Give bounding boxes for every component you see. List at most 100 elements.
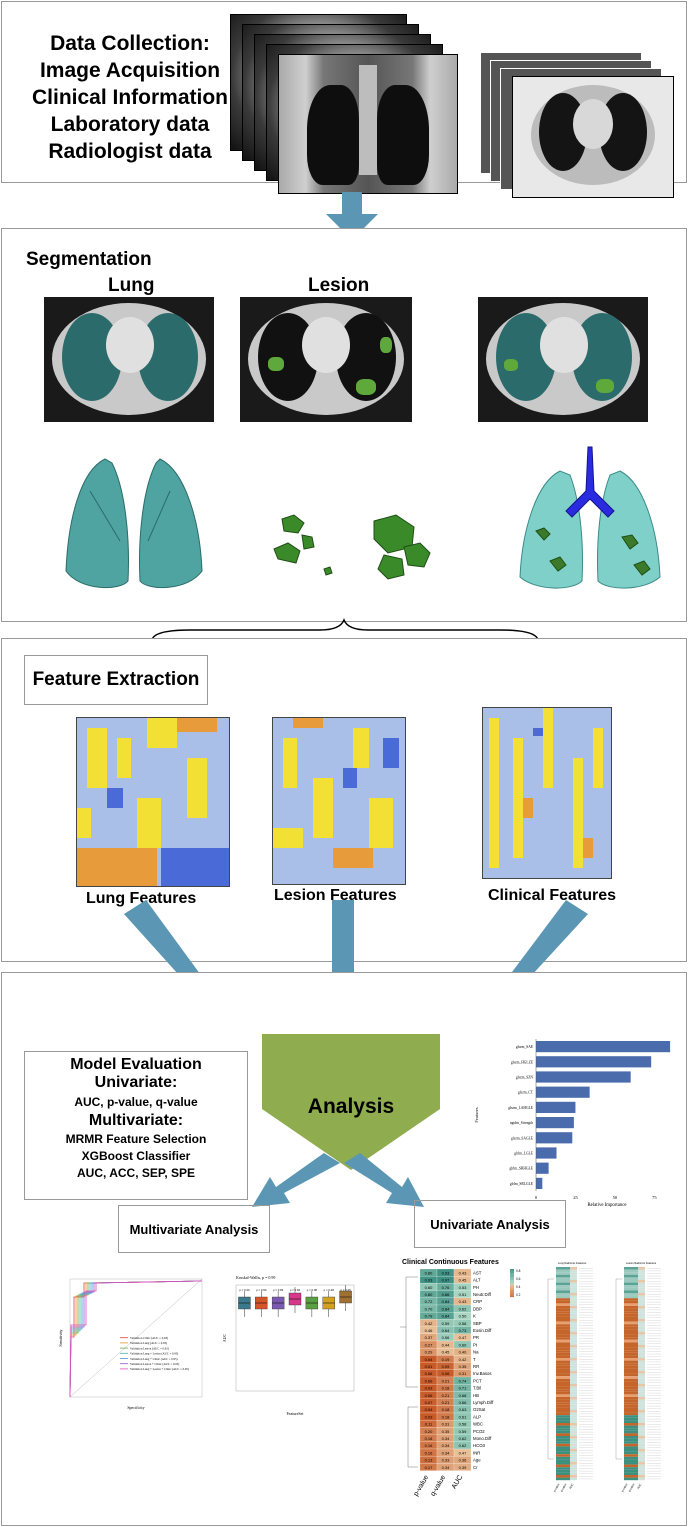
radiomic-heat-cell — [570, 1446, 577, 1449]
univariate-metrics: AUC, p-value, q-value — [74, 1095, 198, 1109]
radiomic-heat-cell — [563, 1326, 570, 1330]
clinical-heat-value: 0.39 — [459, 1465, 468, 1470]
clinical-feature-label: T.Bil — [473, 1386, 481, 1391]
radiomic-heat-cell — [563, 1423, 570, 1426]
radiomic-heat-cell — [624, 1347, 631, 1351]
clinical-heat-value: 0.31 — [459, 1371, 468, 1376]
radiomic-heat-cell — [624, 1293, 631, 1296]
radiomic-heat-cell — [638, 1389, 645, 1392]
radiomic-heat-cell — [638, 1412, 645, 1416]
radiomic-heat-cell — [631, 1329, 638, 1332]
radiomic-heat-cell — [570, 1269, 577, 1273]
radiomic-heat-cell — [638, 1394, 645, 1397]
radiomic-heat-cell — [556, 1272, 563, 1275]
radiomic-heat-cell — [556, 1394, 563, 1397]
radiomic-heat-cell — [570, 1441, 577, 1444]
radiomic-heat-cell — [556, 1347, 563, 1351]
clinical-heat-value: 0.34 — [442, 1450, 451, 1455]
radiomic-heat-cell — [556, 1373, 563, 1377]
importance-bar — [536, 1071, 631, 1083]
radiomic-heat-cell — [631, 1313, 638, 1317]
radiomic-heat-cell — [556, 1462, 563, 1465]
radiomic-heat-cell — [624, 1360, 631, 1364]
radiomic-heat-cell — [631, 1363, 638, 1366]
radiomic-heat-cell — [631, 1274, 638, 1278]
radiomic-heat-cell — [638, 1347, 645, 1351]
radiomic-heat-cell — [570, 1345, 577, 1348]
radiomic-heat-cell — [638, 1436, 645, 1439]
radiomic-heat-cell — [638, 1277, 645, 1280]
radiomic-heat-cell — [563, 1352, 570, 1356]
clinical-feature-label: PCT — [473, 1378, 482, 1383]
clinical-feature-label: PR — [473, 1335, 479, 1340]
radiomic-heat-cell — [570, 1280, 577, 1283]
clinical-legend-band — [510, 1285, 514, 1288]
roc-legend-entry: Validation Lesion (AUC = 0.92) — [130, 1346, 169, 1350]
radiomic-heat-cell — [638, 1404, 645, 1408]
clinical-heat-value: 0.06 — [442, 1371, 451, 1376]
radiomic-heat-cell — [556, 1355, 563, 1358]
radiomic-heat-cell — [624, 1368, 631, 1371]
radiomic-heat-cell — [624, 1287, 631, 1291]
radiomic-heat-cell — [563, 1347, 570, 1351]
radiomic-heat-cell — [638, 1386, 645, 1390]
radiomic-heat-cell — [556, 1446, 563, 1449]
radiomic-heat-cell — [638, 1287, 645, 1291]
radiomic-heat-cell — [563, 1384, 570, 1387]
radiomic-heat-cell — [556, 1410, 563, 1413]
radiomic-heat-cell — [563, 1295, 570, 1299]
radiomic-heat-cell — [624, 1402, 631, 1405]
radiomic-heat-cell — [624, 1428, 631, 1431]
radiomic-heat-cell — [570, 1467, 577, 1470]
importance-feature-label: glrlm_LGLE — [514, 1152, 534, 1156]
radiomic-heat-cell — [563, 1376, 570, 1379]
coronal-ct-image — [278, 54, 458, 194]
clinical-heat-value: 0.29 — [425, 1350, 434, 1355]
radiomic-heat-cell — [624, 1469, 631, 1473]
radiomic-heat-cell — [624, 1285, 631, 1288]
radiomic-heat-cell — [624, 1334, 631, 1338]
radiomic-heat-cell — [638, 1373, 645, 1377]
radiomic-heat-cell — [631, 1443, 638, 1447]
radiomic-heat-cell — [631, 1412, 638, 1416]
importance-feature-label: glrlm_SRHGLE — [509, 1167, 533, 1171]
radiomic-heat-cell — [624, 1277, 631, 1280]
box-pvalue: p = 0.83 — [273, 1288, 284, 1292]
importance-bar — [536, 1101, 576, 1113]
radiomic-heat-cell — [631, 1376, 638, 1379]
radiomic-heat-cell — [570, 1303, 577, 1306]
radiomic-heat-cell — [556, 1420, 563, 1423]
radiomic-heat-cell — [570, 1313, 577, 1317]
radiomic-heat-cell — [638, 1443, 645, 1447]
radiomic-heat-cell — [631, 1438, 638, 1442]
radiomic-heat-cell — [556, 1293, 563, 1296]
radiomic-heat-cell — [563, 1355, 570, 1358]
radiomic-heat-cell — [563, 1415, 570, 1418]
radiomic-heat-cell — [624, 1397, 631, 1400]
radiomic-heat-cell — [631, 1425, 638, 1429]
radiomic-heatmap-title: Lesion Radiomic Features — [626, 1261, 657, 1265]
radiomic-heat-cell — [631, 1365, 638, 1369]
radiomic-column-label: p-value — [552, 1482, 560, 1492]
clinical-heat-value: 0.50 — [459, 1314, 468, 1319]
radiomic-heat-cell — [638, 1384, 645, 1387]
clinical-heat-value: 0.64 — [442, 1328, 451, 1333]
radiomic-heat-cell — [563, 1394, 570, 1397]
clinical-heat-value: 0.58 — [459, 1321, 468, 1326]
radiomic-heat-cell — [638, 1319, 645, 1322]
radiomic-heat-cell — [624, 1412, 631, 1416]
radiomic-heat-cell — [631, 1277, 638, 1280]
radiomic-heat-cell — [556, 1449, 563, 1452]
clinical-heat-value: 0.62 — [459, 1443, 468, 1448]
importance-bar — [536, 1162, 549, 1174]
radiomic-heat-cell — [631, 1368, 638, 1371]
radiomic-heat-cell — [563, 1324, 570, 1327]
radiomic-heat-cell — [638, 1456, 645, 1460]
radiomic-column-label: p-value — [620, 1482, 628, 1492]
radiomic-heat-cell — [624, 1415, 631, 1418]
radiomic-heat-cell — [638, 1433, 645, 1436]
clinical-heat-value: 0.34 — [442, 1436, 451, 1441]
radiomic-heat-cell — [556, 1280, 563, 1283]
radiomic-heat-cell — [624, 1459, 631, 1462]
radiomic-heat-cell — [570, 1274, 577, 1278]
